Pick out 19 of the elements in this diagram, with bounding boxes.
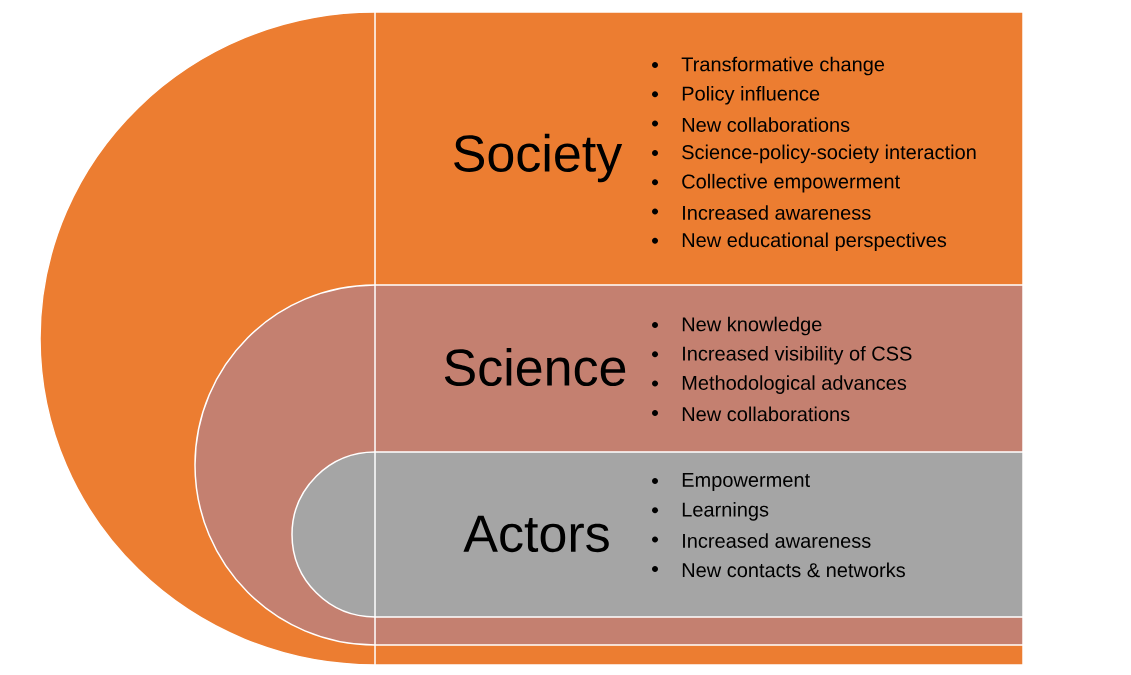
band — [291, 451, 1024, 618]
bullet-item: Increased awareness — [683, 205, 871, 220]
bullet-item: Increased awareness — [683, 533, 871, 548]
bullet-item: Collective empowerment — [682, 173, 900, 193]
bullet-item: Science-policy-society interaction — [682, 144, 976, 164]
heading: Society — [454, 133, 623, 183]
heading: Actors — [463, 515, 609, 553]
heading: Science — [444, 347, 626, 387]
bullet-item: Increased visibility of CSS — [683, 346, 912, 365]
bullet-item: Methodological advances — [682, 375, 907, 394]
bullet-item: New contacts & networks — [682, 562, 905, 578]
bullet-item: Learnings — [682, 502, 769, 521]
bullet-item: Policy influence — [682, 85, 820, 105]
bullet-item: New educational perspectives — [682, 232, 947, 252]
bullet-item: New collaborations — [682, 117, 850, 132]
bullet-item: Transformative change — [681, 56, 885, 76]
bullet-item: New knowledge — [682, 316, 822, 336]
bullet-item: New collaborations — [682, 406, 850, 422]
bullet-item: Empowerment — [682, 473, 810, 491]
